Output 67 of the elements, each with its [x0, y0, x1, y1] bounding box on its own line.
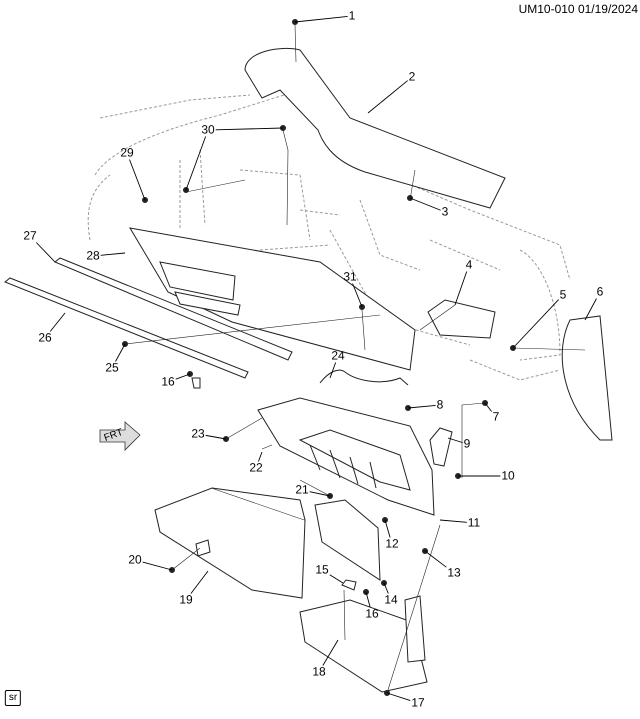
leader-line: [100, 252, 126, 256]
leader-line: [424, 550, 447, 568]
callout-number: 12: [384, 538, 400, 550]
leader-line: [584, 298, 597, 320]
leader-line: [129, 159, 146, 200]
callout-number: 13: [446, 566, 462, 580]
leader-line: [205, 434, 226, 440]
callout-number: 16: [160, 376, 176, 388]
leader-line: [329, 574, 344, 584]
callout-number: 26: [37, 332, 53, 344]
direction-label: FRT: [102, 427, 125, 444]
callout-number: 16: [364, 608, 380, 620]
callout-number: 4: [464, 258, 474, 272]
callout-number: 31: [342, 270, 358, 284]
callout-number: 14: [383, 594, 399, 606]
callout-number: 15: [314, 564, 330, 576]
callout-number: 3: [440, 206, 450, 218]
callout-number: 24: [330, 350, 346, 362]
callout-number: 10: [500, 470, 516, 482]
leader-line: [258, 452, 262, 462]
callout-number: 19: [178, 594, 194, 606]
leader-line: [384, 520, 391, 538]
leader-line: [142, 562, 172, 570]
callout-number: 25: [104, 362, 120, 374]
callout-number: 8: [436, 398, 444, 412]
leader-line: [190, 570, 208, 594]
callout-number: 1: [348, 10, 356, 22]
leader-line: [386, 692, 411, 701]
leader-line: [366, 592, 371, 608]
leader-line: [408, 404, 436, 408]
leader-line: [454, 271, 468, 306]
leader-line: [368, 80, 408, 114]
callout-number: 27: [22, 230, 38, 242]
callout-number: 20: [127, 554, 143, 566]
leader-line: [36, 242, 56, 262]
leader-line: [410, 198, 442, 211]
callout-number: 9: [462, 438, 472, 450]
callout-number: 29: [119, 146, 135, 160]
leader-line: [484, 402, 492, 412]
callout-number: 17: [410, 696, 426, 710]
leader-line: [352, 283, 362, 308]
leader-line: [215, 128, 284, 130]
callout-number: 6: [596, 286, 604, 298]
callout-number: 30: [200, 124, 216, 136]
revision-tag: sr: [4, 690, 22, 706]
leader-line: [294, 16, 348, 22]
leader-line: [175, 374, 190, 380]
leader-line: [384, 582, 389, 594]
callout-number: 22: [248, 462, 264, 474]
callout-number: 18: [311, 666, 327, 678]
callout-number: 2: [408, 70, 416, 84]
callout-number: 21: [294, 484, 310, 496]
callout-number: 23: [190, 428, 206, 440]
document-id: UM10-010 01/19/2024: [518, 2, 638, 16]
callout-number: 5: [558, 288, 568, 302]
callout-number: 28: [85, 250, 101, 262]
leader-line: [448, 438, 464, 444]
leader-line: [50, 312, 66, 332]
leader-line: [440, 520, 468, 523]
leader-line: [309, 491, 330, 496]
callout-number: 11: [466, 516, 482, 530]
leader-line: [186, 136, 206, 190]
callout-number: 7: [492, 410, 500, 424]
leader-line: [330, 362, 336, 378]
leader-line: [322, 640, 338, 666]
leader-line: [512, 299, 560, 348]
leader-line: [115, 344, 126, 362]
